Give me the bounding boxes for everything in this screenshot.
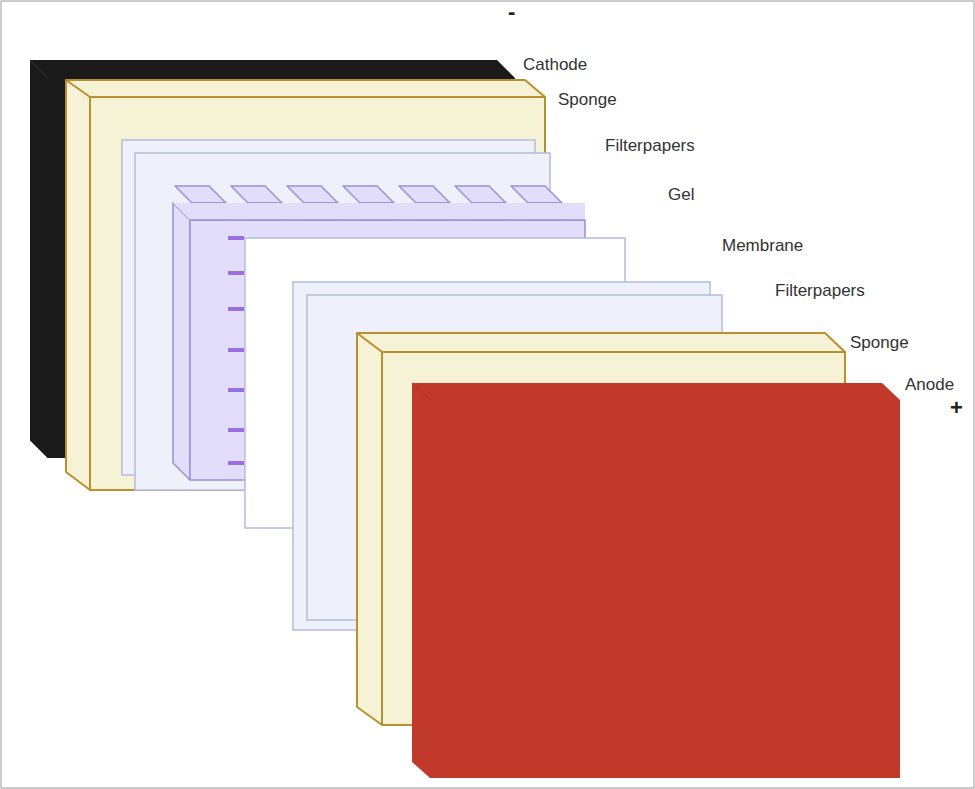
layer-label: Sponge	[850, 333, 909, 353]
layer-label: Filterpapers	[605, 136, 695, 156]
ladder-band	[228, 428, 244, 432]
gel-top	[173, 203, 585, 220]
layer-label-wrap: Membrane	[722, 236, 803, 256]
layer-label-wrap: Sponge	[850, 333, 909, 353]
ladder-band	[228, 307, 244, 311]
layer-label-wrap: Sponge	[558, 90, 617, 110]
gel-edge	[190, 219, 585, 221]
layer-label: Cathode	[523, 55, 587, 75]
layer-label: Membrane	[722, 236, 803, 256]
layer-label: Gel	[668, 185, 694, 205]
layer-label-wrap: -	[508, 2, 515, 22]
layer-label: Sponge	[558, 90, 617, 110]
ladder-band	[228, 388, 244, 392]
ladder-band	[228, 348, 244, 352]
layer-label-wrap: Filterpapers	[605, 136, 695, 156]
comb-tooth	[455, 186, 506, 203]
comb-tooth	[399, 186, 450, 203]
layer-label-wrap: Filterpapers	[775, 281, 865, 301]
layer-label-wrap: Anode	[905, 375, 954, 395]
ladder-band	[228, 236, 244, 240]
polarity-sign: -	[508, 2, 515, 22]
layer-label-wrap: Cathode	[523, 55, 587, 75]
ladder-band	[228, 271, 244, 275]
ladder-band	[228, 461, 244, 465]
layer-label-wrap: Gel	[668, 185, 694, 205]
comb-tooth	[343, 186, 394, 203]
comb-tooth	[287, 186, 338, 203]
comb-tooth	[511, 186, 562, 203]
anode-plate	[412, 383, 900, 778]
comb-tooth	[231, 186, 282, 203]
layer-label: Filterpapers	[775, 281, 865, 301]
layer-label-wrap: +	[950, 398, 963, 418]
layer-label: Anode	[905, 375, 954, 395]
comb-tooth	[175, 186, 226, 203]
polarity-sign: +	[950, 398, 963, 418]
